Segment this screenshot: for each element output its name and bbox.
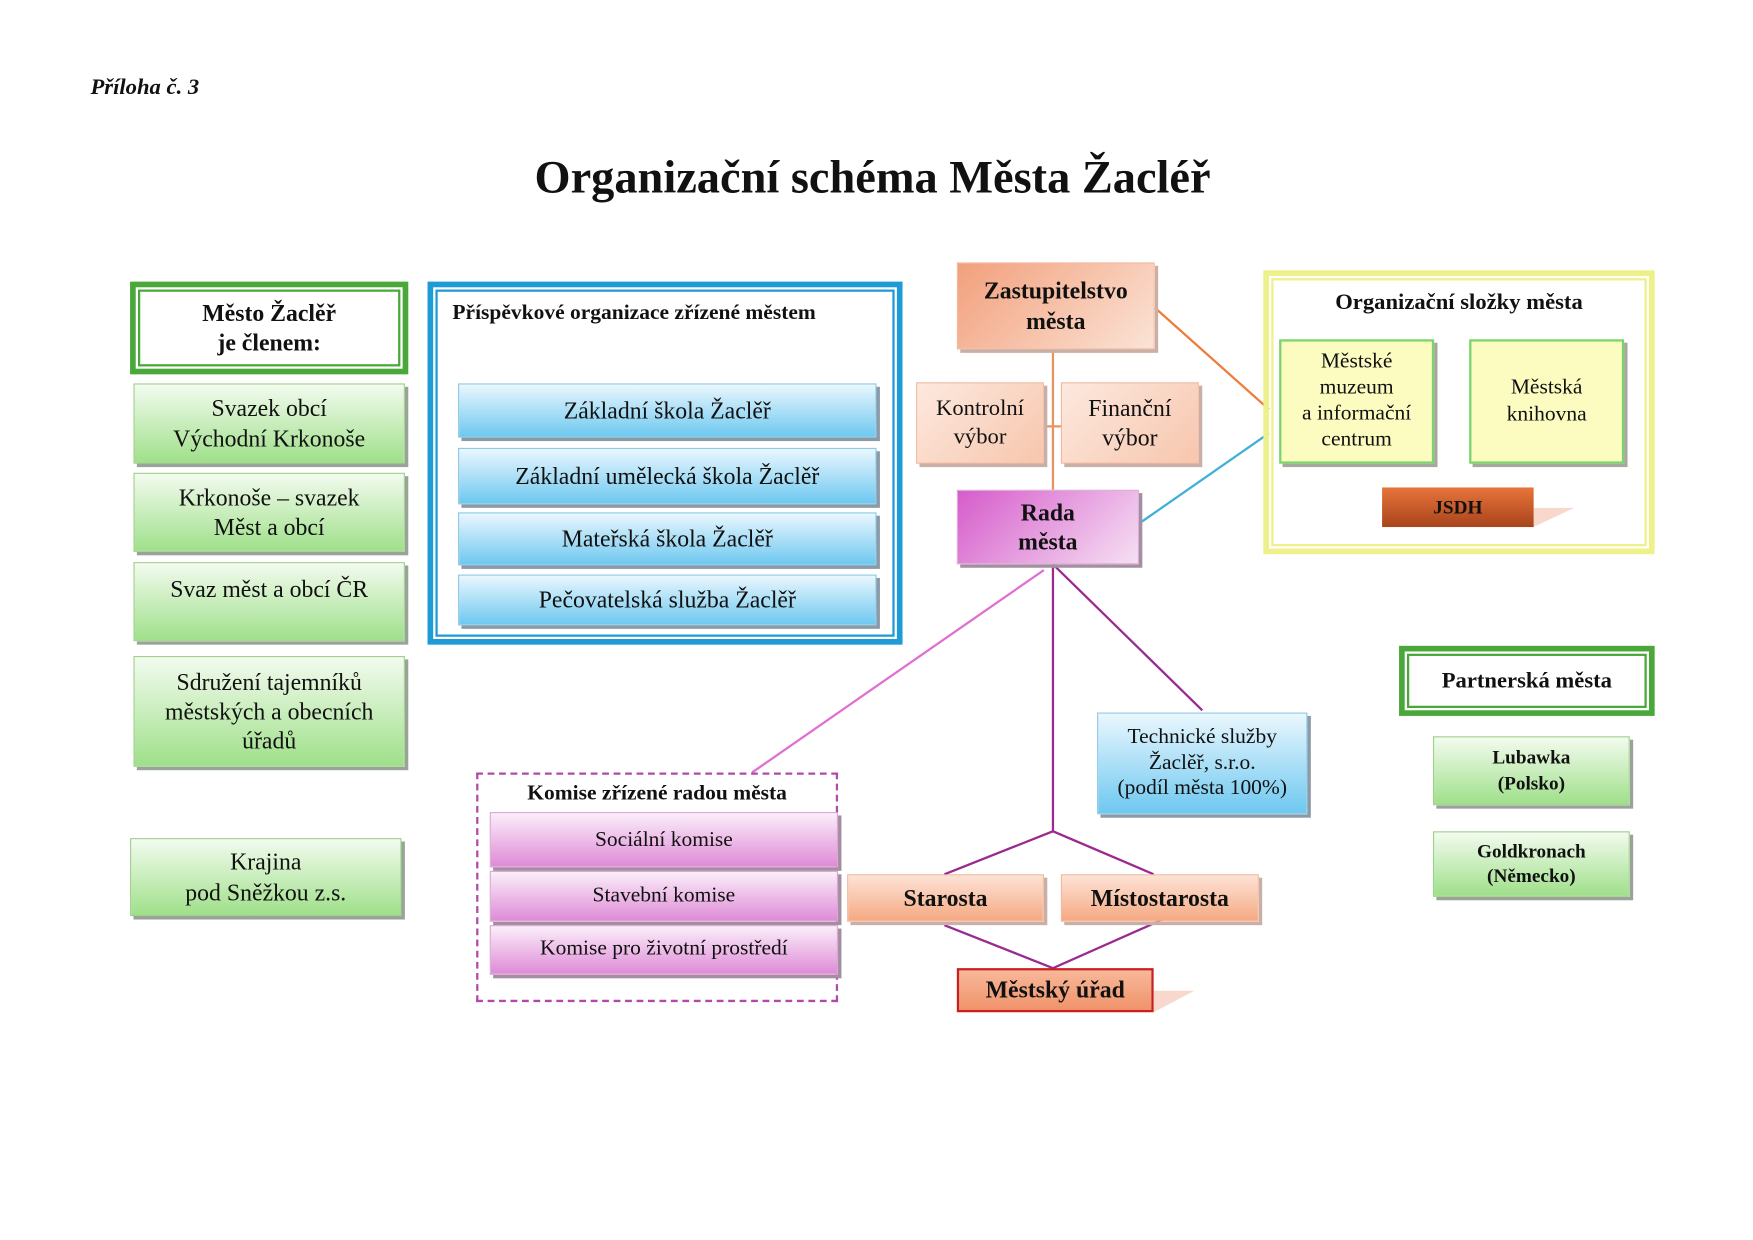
partners-heading: Partnerská města bbox=[1406, 653, 1647, 709]
control-committee: Kontrolní výbor bbox=[916, 382, 1044, 464]
units-frame bbox=[1263, 270, 1655, 555]
contrib-heading: Příspěvkové organizace zřízené městem bbox=[452, 300, 816, 325]
mayor-box: Starosta bbox=[847, 874, 1044, 922]
member-heading: Město Žaclěř je členem: bbox=[137, 289, 401, 367]
jsdh-box: JSDH bbox=[1382, 487, 1534, 528]
commission-item: Komise pro životní prostředí bbox=[489, 925, 839, 975]
council-box: Zastupitelstvo města bbox=[956, 262, 1155, 350]
contrib-item: Základní umělecká škola Žaclěř bbox=[458, 447, 877, 505]
commissions-heading: Komise zřízené radou města bbox=[527, 781, 787, 806]
commission-item: Stavební komise bbox=[489, 870, 839, 922]
office-shadow bbox=[1153, 990, 1195, 1013]
deputy-mayor-box: Místostarosta bbox=[1060, 874, 1259, 922]
finance-committee: Finanční výbor bbox=[1060, 382, 1199, 464]
contrib-item: Základní škola Žaclěř bbox=[458, 383, 877, 438]
partner-city: Lubawka (Polsko) bbox=[1432, 736, 1630, 806]
contrib-frame bbox=[427, 281, 903, 645]
page-title: Organizační schéma Města Žacléř bbox=[534, 150, 1211, 203]
contrib-item: Pečovatelská služba Žaclěř bbox=[458, 574, 877, 626]
member-item: Sdružení tajemníků městských a obecních … bbox=[133, 655, 405, 767]
member-item: Svaz měst a obcí ČR bbox=[133, 562, 405, 642]
municipal-office-box: Městský úřad bbox=[956, 968, 1154, 1013]
library-box: Městská knihovna bbox=[1469, 339, 1625, 464]
line-board-units bbox=[1138, 432, 1270, 525]
member-frame: Město Žaclěř je členem: bbox=[130, 281, 409, 375]
museum-box: Městské muzeum a informační centrum bbox=[1279, 339, 1435, 464]
member-item: Svazek obcí Východní Krkonoše bbox=[133, 383, 405, 464]
line-mayors bbox=[943, 830, 1155, 876]
line-board-tech bbox=[1052, 563, 1204, 712]
partners-frame: Partnerská města bbox=[1399, 645, 1655, 716]
line-office bbox=[943, 918, 1164, 970]
member-item: Krajina pod Sněžkou z.s. bbox=[130, 838, 402, 917]
member-item: Krkonoše – svazek Měst a obcí bbox=[133, 472, 405, 552]
tech-services-box: Technické služby Žaclěř, s.r.o. (podíl m… bbox=[1097, 712, 1308, 815]
line-board-commissions bbox=[751, 569, 1045, 774]
board-box: Rada města bbox=[956, 489, 1139, 565]
partner-city: Goldkronach (Německo) bbox=[1432, 831, 1630, 897]
line-council-units bbox=[1153, 306, 1270, 411]
commission-item: Sociální komise bbox=[489, 812, 839, 868]
annex-label: Příloha č. 3 bbox=[90, 74, 200, 100]
contrib-item: Mateřská škola Žaclěř bbox=[458, 512, 877, 566]
units-heading: Organizační složky města bbox=[1335, 289, 1583, 315]
